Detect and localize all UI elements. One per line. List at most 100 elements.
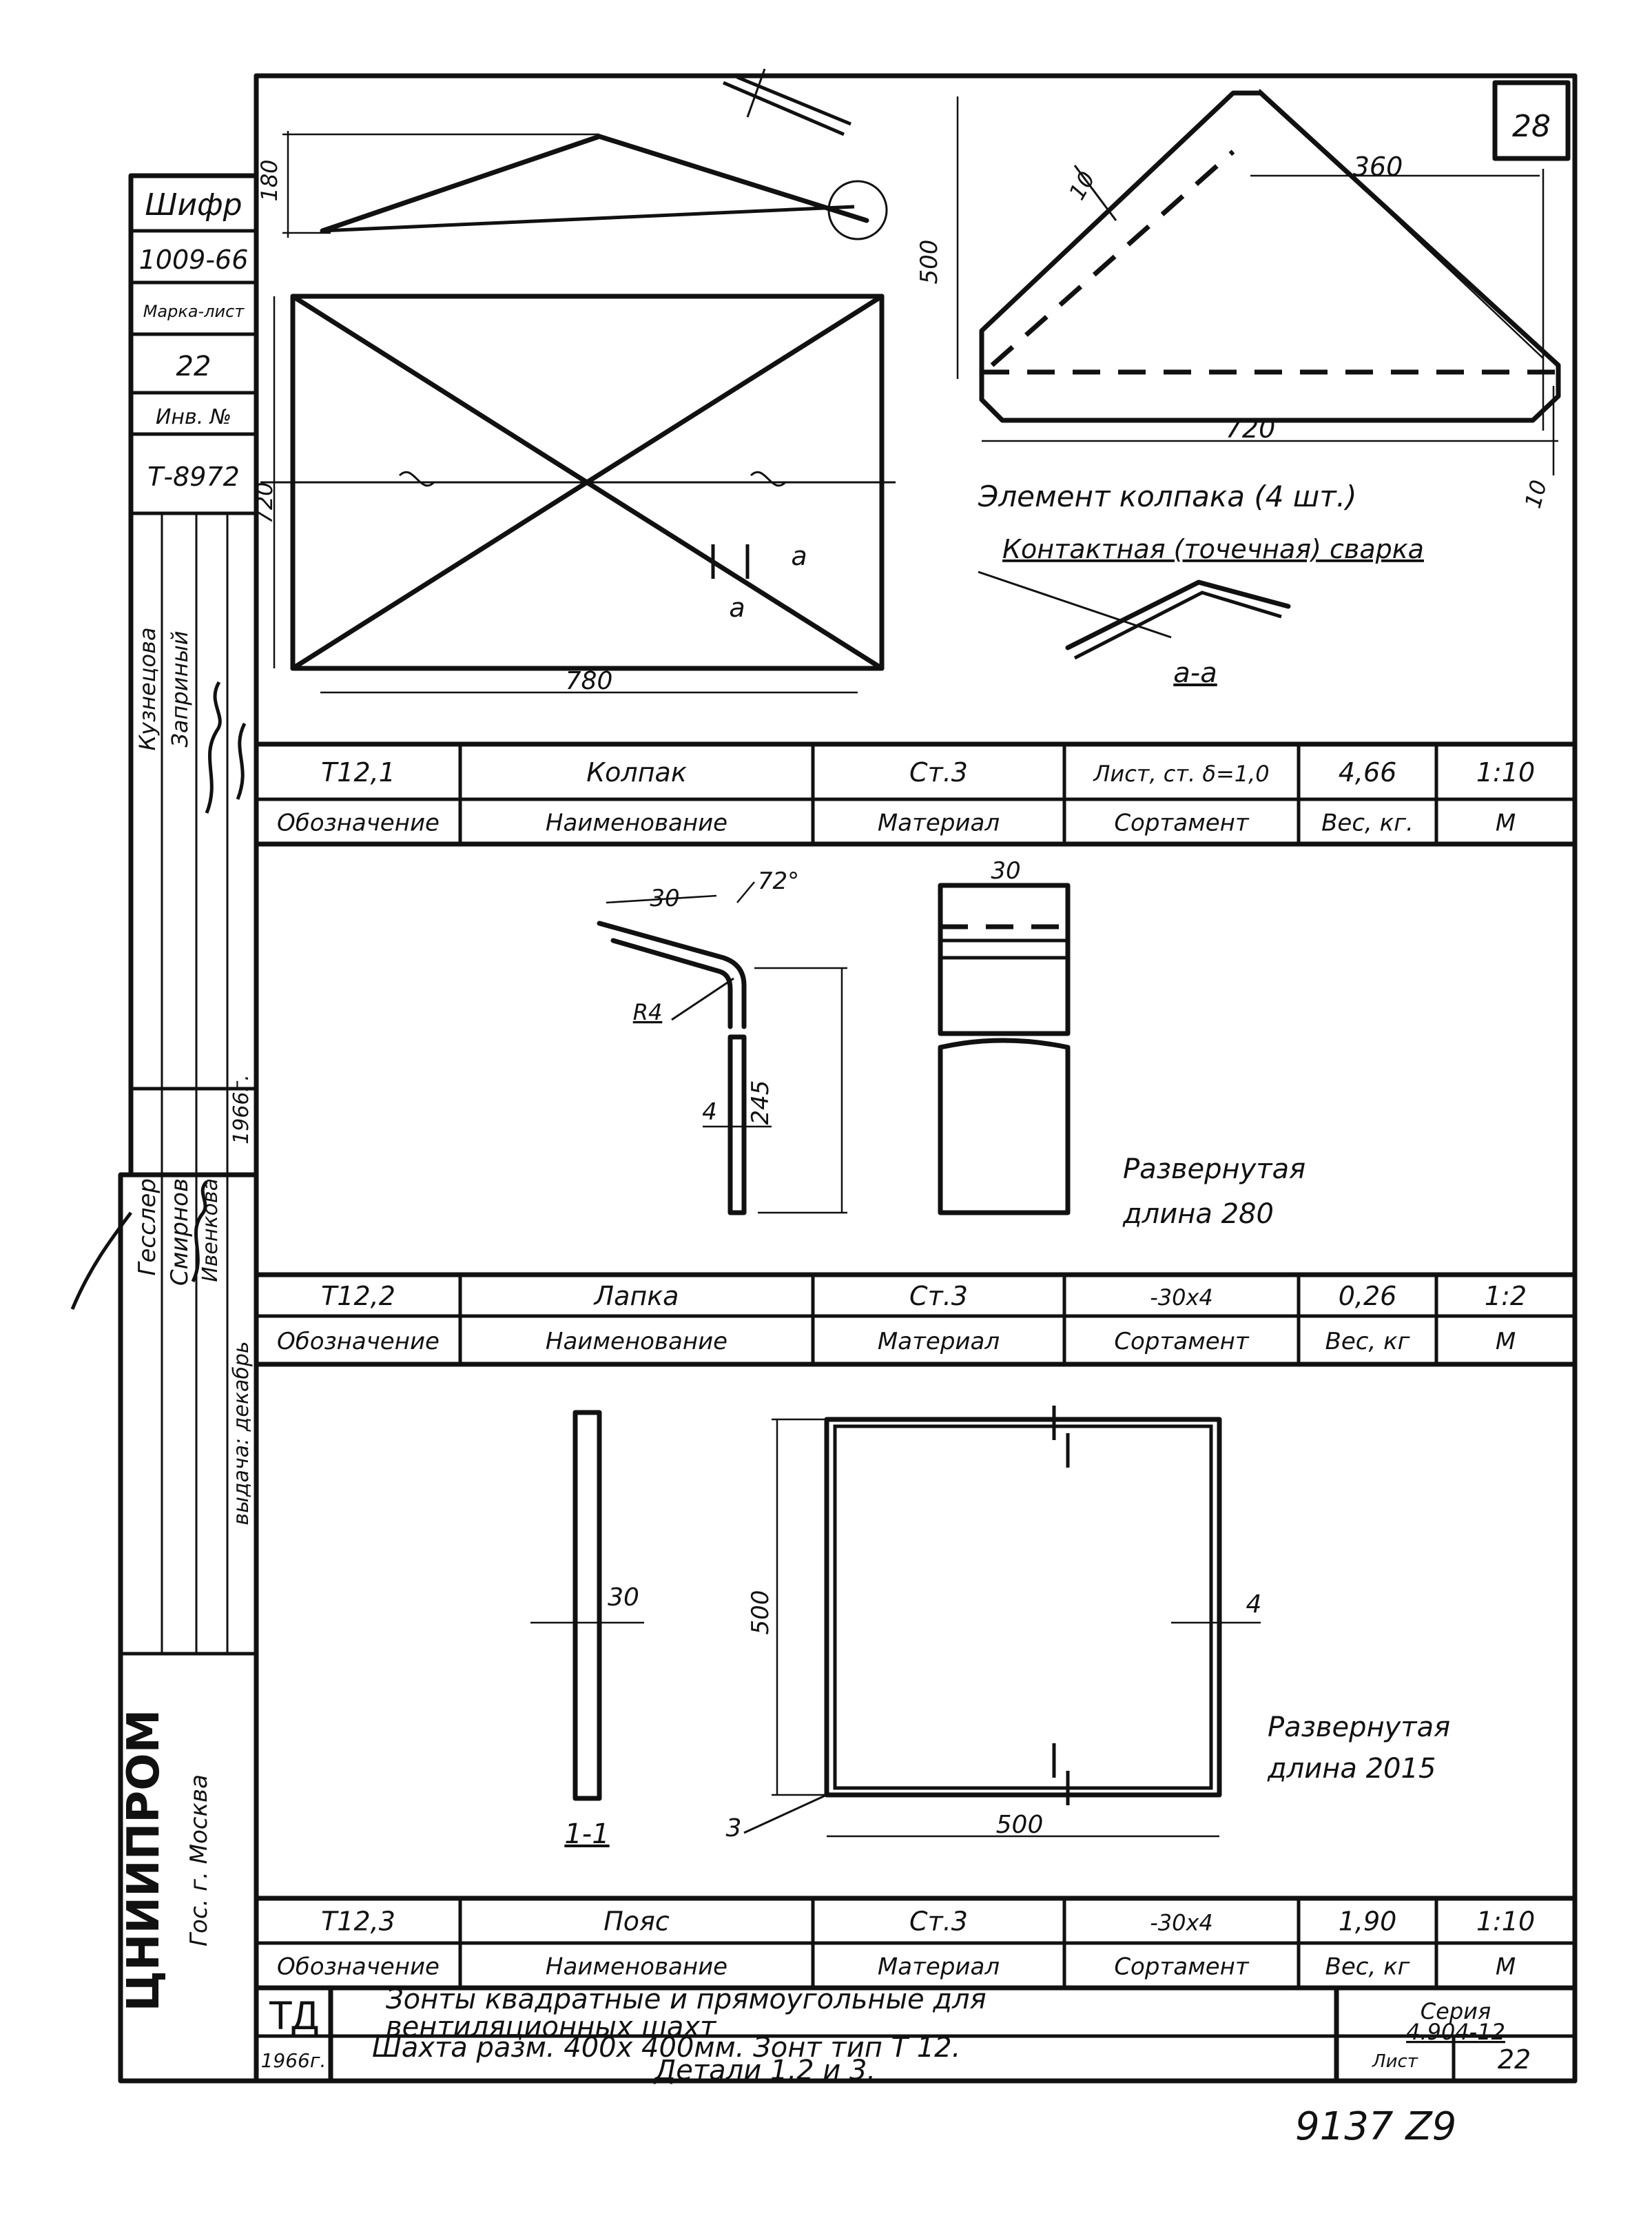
title-series-label: Серия: [1421, 1998, 1491, 2024]
title-desc-2: Детали 1,2 и 3.: [653, 2055, 876, 2086]
title-block-lines: [256, 1985, 1575, 2084]
section-label-aa: а-а: [1173, 657, 1217, 689]
belt-developed-label: Развернутая: [1268, 1712, 1450, 1743]
cap-elevation-view: [282, 68, 888, 240]
footer-note: 9137 Z9: [1295, 2104, 1456, 2149]
spec-cell-scale: 1:2: [1485, 1281, 1527, 1311]
section-mark-a1: a: [729, 593, 745, 623]
spec-cell-designation: Т12,2: [321, 1281, 395, 1311]
svg-text:Заприный: Заприный: [167, 630, 193, 747]
spec-cell-assortment: Лист, ст. δ=1,0: [1093, 761, 1269, 787]
title-sheet-value: 22: [1498, 2044, 1531, 2075]
spec-header-assortment: Сортамент: [1114, 810, 1250, 837]
dim-bracket-angle: 72°: [758, 867, 799, 895]
spec-header-designation: Обозначение: [277, 810, 440, 837]
stamp-cipher-header: Шифр: [145, 187, 242, 223]
dim-belt-30: 30: [608, 1583, 639, 1612]
stamp-inv-value: Т-8972: [147, 462, 240, 492]
dim-element-10b: 10: [1520, 477, 1552, 511]
handwritten-signature-mark: [236, 722, 247, 800]
spec-header-name: Наименование: [546, 810, 727, 837]
spec-cell-material: Ст.3: [909, 757, 968, 788]
dim-belt-3: 3: [726, 1814, 742, 1842]
title-series-value: 4.904-12: [1406, 2019, 1505, 2045]
svg-text:10: 10: [1064, 167, 1100, 204]
spec-cell-name: Лапка: [593, 1281, 679, 1311]
spec-cell-name: Пояс: [603, 1907, 670, 1937]
svg-text:245: 245: [747, 1080, 774, 1125]
stamp-sheet-value: 22: [176, 351, 211, 382]
spec-header-scale: М: [1496, 1953, 1516, 1981]
handwritten-signature-mark: [191, 1180, 208, 1283]
spec-cell-scale: 1:10: [1476, 757, 1535, 788]
handwritten-signature-mark: [205, 681, 222, 814]
stamp-inv-label: Инв. №: [156, 405, 231, 429]
dim-element-720: 720: [1226, 413, 1276, 444]
svg-text:ЦНИИПРОМ: ЦНИИПРОМ: [118, 1709, 169, 2012]
belt-detail: [530, 1406, 1261, 1838]
cap-plan-view: [260, 294, 896, 694]
dim-bracket-length: 245: [747, 1080, 774, 1125]
spec-cell-designation: Т12,1: [321, 757, 395, 788]
spec-rows: Т12,1ОбозначениеКолпакНаименованиеСт.3Ма…: [277, 757, 1535, 1981]
svg-text:180: 180: [256, 159, 282, 201]
spec-header-weight: Вес, кг: [1325, 1953, 1411, 1981]
spec-header-name: Наименование: [546, 1953, 727, 1981]
spec-header-weight: Вес, кг.: [1321, 810, 1414, 837]
dim-element-10: 10: [1064, 167, 1100, 204]
bracket-developed-length: длина 280: [1122, 1198, 1274, 1230]
spec-cell-assortment: -30х4: [1150, 1284, 1213, 1311]
section-mark-a2: a: [791, 541, 807, 571]
dim-bracket-thickness: 4: [702, 1098, 717, 1126]
title-desc-1: Шахта разм. 400х 400мм. Зонт тип Т 12.: [372, 2032, 960, 2064]
bracket-detail: [597, 881, 1071, 1215]
spec-table-columns: [458, 744, 1438, 1988]
stamp-signature-4: Смирнов: [166, 1178, 194, 1286]
spec-header-material: Материал: [878, 1953, 1000, 1981]
spec-cell-weight: 0,26: [1339, 1281, 1397, 1311]
svg-text:10: 10: [1520, 477, 1552, 511]
dim-belt-500-bottom: 500: [996, 1811, 1044, 1839]
svg-text:Кузнецова: Кузнецова: [134, 627, 161, 750]
bracket-developed-label: Развернутая: [1123, 1153, 1305, 1185]
svg-text:720: 720: [251, 482, 278, 524]
title-line-1: Зонты квадратные и прямоугольные для: [386, 1984, 987, 2015]
stamp-signature-2: Заприный: [167, 630, 193, 747]
dim-element-360: 360: [1353, 152, 1403, 182]
stamp-year: 1966г.: [229, 1074, 254, 1144]
dim-bracket-30a: 30: [650, 885, 679, 912]
stamp-cipher-value: 1009-66: [139, 245, 249, 275]
belt-section-label: 1-1: [564, 1818, 609, 1850]
cap-element-caption: Элемент колпака (4 шт.): [978, 480, 1356, 513]
svg-text:выдача: декабрь: выдача: декабрь: [229, 1341, 254, 1525]
svg-text:Гос. г. Москва: Гос. г. Москва: [185, 1774, 213, 1946]
svg-text:Гесслер: Гесслер: [134, 1178, 161, 1275]
stamp-sheet-label: Марка-лист: [143, 302, 245, 321]
spec-header-weight: Вес, кг: [1325, 1328, 1411, 1355]
title-logo: ТД: [269, 1993, 319, 2038]
spec-cell-scale: 1:10: [1476, 1907, 1535, 1937]
spec-header-scale: М: [1496, 810, 1516, 837]
dim-plan-height: 720: [251, 482, 278, 524]
cap-element-view: [956, 74, 1561, 475]
handwritten-signature-mark: [70, 1211, 133, 1310]
title-line-2: вентиляционных шахт: [386, 2011, 717, 2043]
svg-text:1966г.: 1966г.: [229, 1074, 254, 1144]
spec-header-material: Материал: [878, 810, 1000, 837]
svg-text:500: 500: [916, 240, 943, 285]
stamp-signature-3: Гесслер: [134, 1178, 161, 1275]
spec-header-assortment: Сортамент: [1114, 1953, 1250, 1981]
spec-header-designation: Обозначение: [277, 1328, 440, 1355]
belt-developed-length: длина 2015: [1267, 1753, 1436, 1785]
weld-section-sketch: [978, 571, 1291, 660]
spec-table-lines: [254, 741, 1578, 1991]
dim-element-500: 500: [916, 240, 943, 285]
svg-text:Смирнов: Смирнов: [166, 1178, 194, 1286]
stamp-signature-1: Кузнецова: [134, 627, 161, 750]
dim-cap-height: 180: [256, 159, 282, 201]
spec-header-material: Материал: [878, 1328, 1000, 1355]
spec-cell-weight: 4,66: [1339, 757, 1397, 788]
stamp-institute: ЦНИИПРОМ: [118, 1709, 169, 2012]
sheet-number: 28: [1512, 109, 1551, 144]
